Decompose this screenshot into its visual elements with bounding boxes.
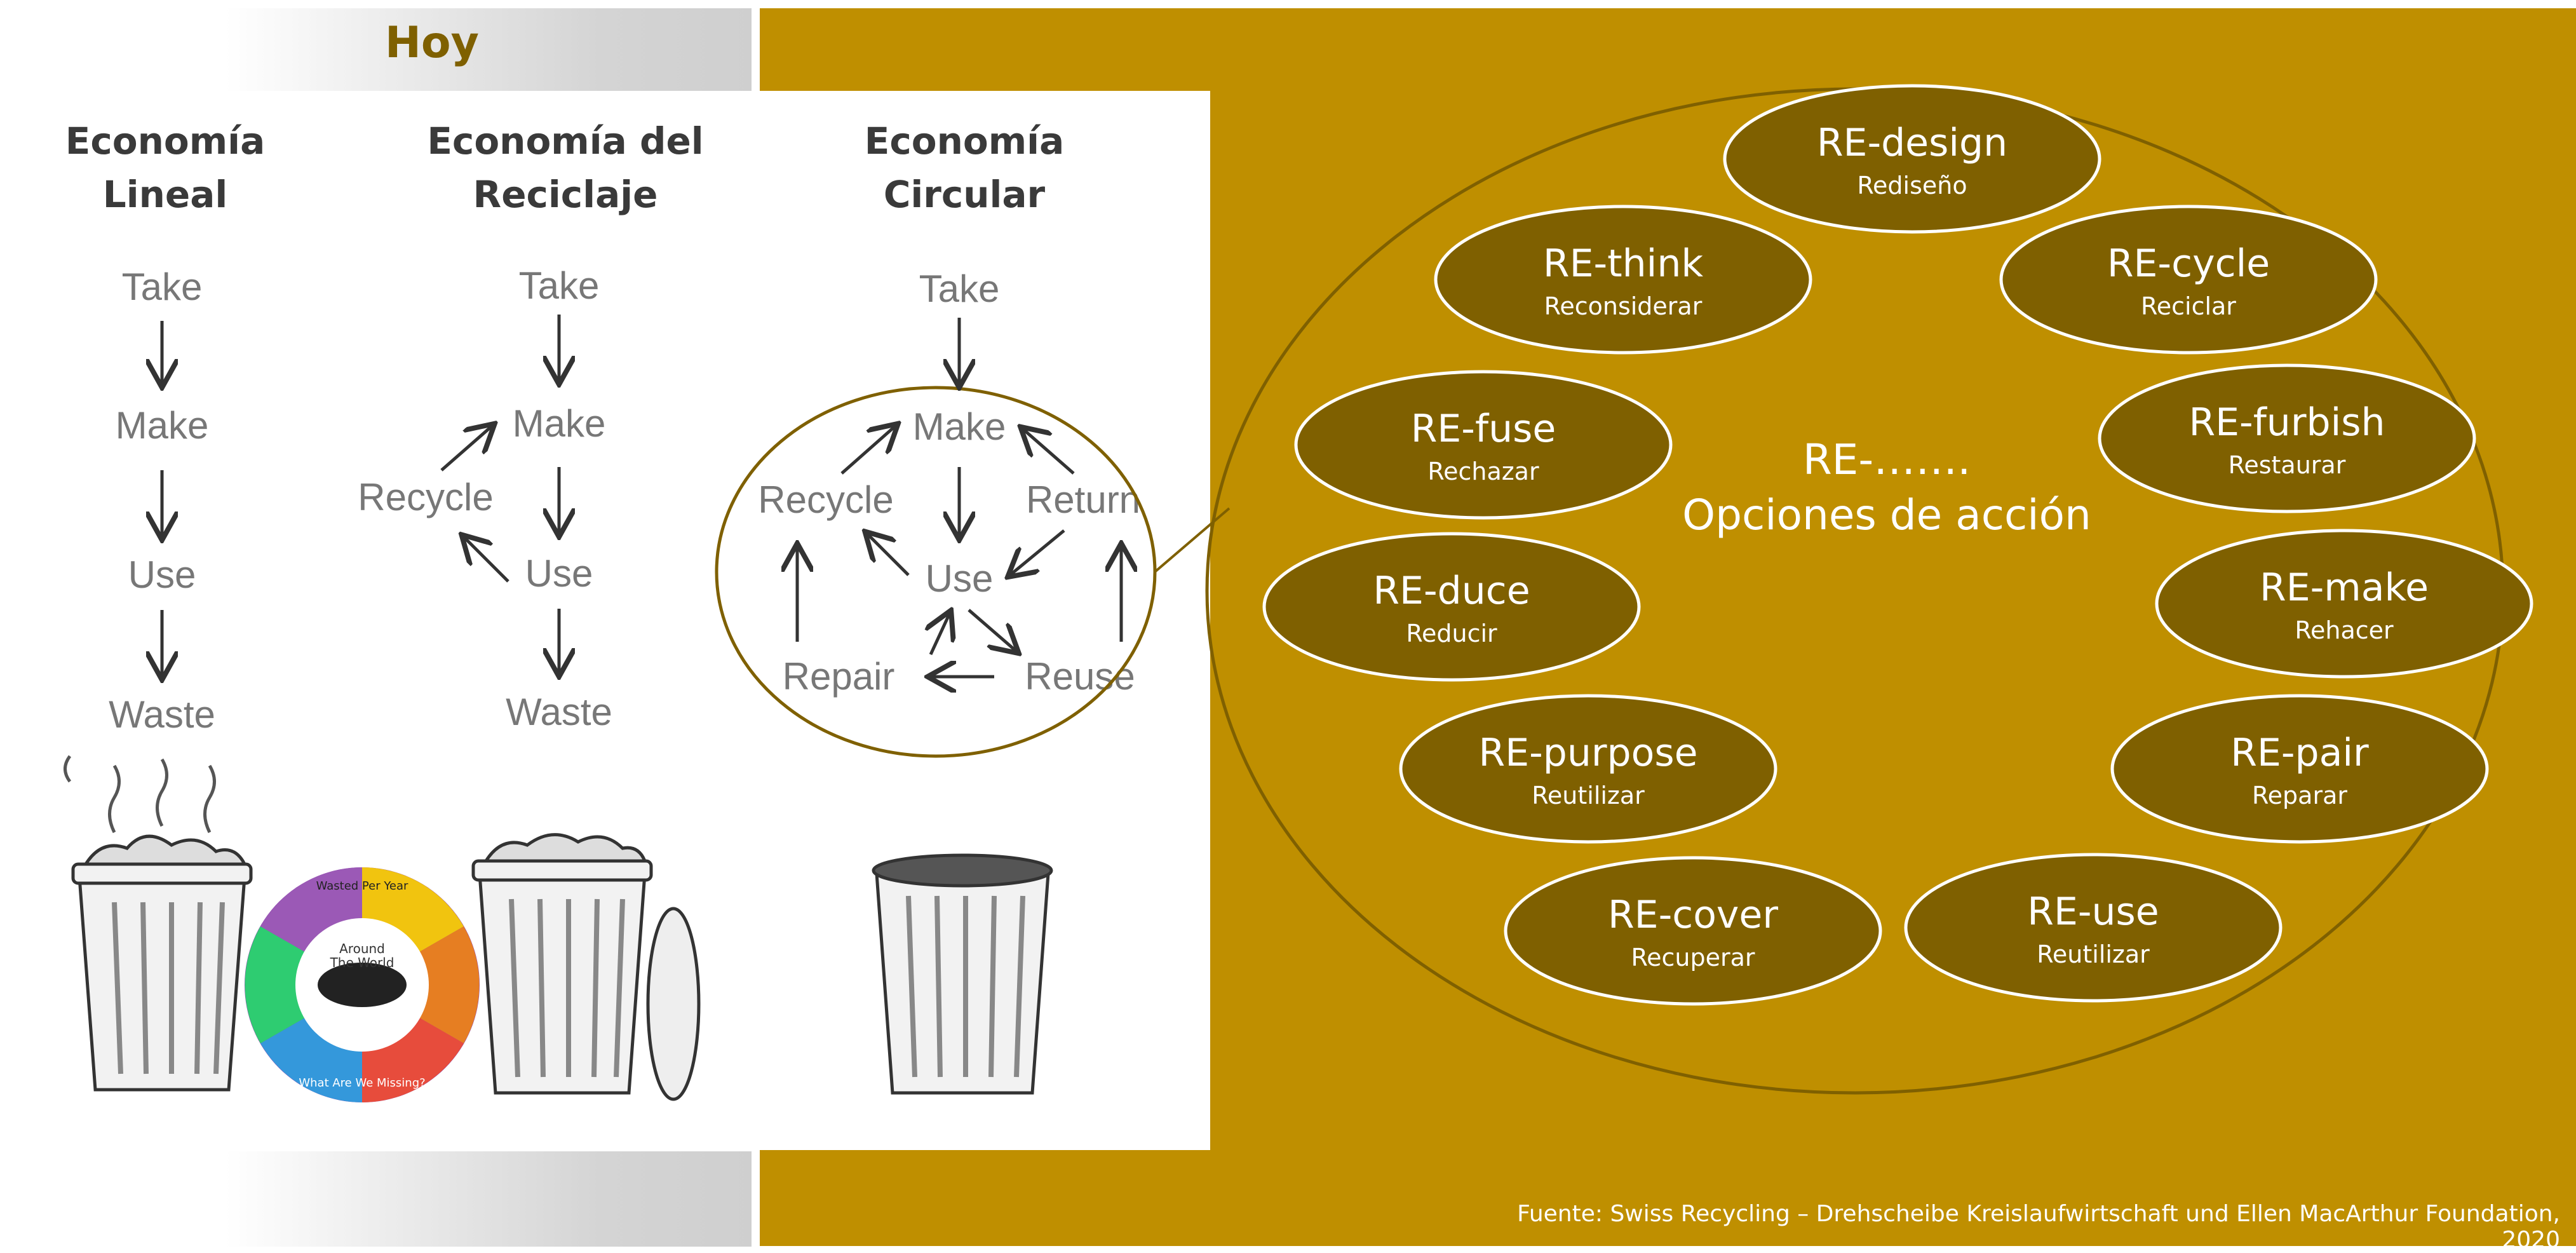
re-option-bubble (1904, 853, 2283, 1003)
title-lineal-line2: Lineal (102, 173, 228, 216)
stink-lines-icon (64, 755, 216, 834)
lineal-use: Use (128, 553, 196, 596)
re-option-title: RE-cover (1608, 893, 1778, 937)
re-option-subtitle: Rechazar (1427, 457, 1539, 485)
title-reciclaje-line1: Economía del (427, 119, 704, 163)
re-option-bubble (1504, 856, 1882, 1006)
lineal-waste: Waste (109, 693, 215, 736)
re-option-bubble (1999, 205, 2378, 355)
arrow-icon (1010, 529, 1065, 575)
circular-repair: Repair (782, 655, 895, 698)
title-circular-line1: Economía (864, 119, 1065, 163)
re-option-bubble (1723, 84, 2101, 234)
re-option-bubble (1294, 370, 1673, 520)
re-option-title: RE-think (1543, 241, 1704, 286)
reciclaje-take: Take (518, 264, 600, 307)
options-center-line1: RE-……. (1802, 435, 1971, 484)
re-option-bubble (1262, 532, 1641, 682)
title-lineal: Economía Lineal (38, 114, 292, 221)
reciclaje-recycle: Recycle (358, 476, 494, 518)
lineal-take: Take (121, 266, 203, 308)
infographic-center-line2: The World (330, 955, 394, 970)
waste-infographic: Around The World Wasted Per Year What Ar… (245, 867, 480, 1102)
hoy-band (0, 8, 752, 91)
infographic-center-line1: Around (339, 941, 385, 956)
infographic-top-label: Wasted Per Year (316, 879, 408, 893)
connector-line (1154, 507, 1231, 573)
re-option-title: RE-design (1817, 121, 2007, 165)
source-caption: Fuente: Swiss Recycling – Drehscheibe Kr… (1517, 1201, 2560, 1253)
open-trash-can-icon (471, 833, 701, 1101)
re-option-bubble (2098, 363, 2476, 513)
arrow-icon (440, 426, 492, 471)
options-center-line2: Opciones de acción (1682, 491, 2091, 539)
title-lineal-line1: Economía (65, 119, 266, 163)
arrow-icon (464, 537, 509, 583)
clean-trash-can-icon (872, 853, 1053, 1095)
trash-can-icon (71, 834, 253, 1092)
circular-recycle: Recycle (758, 478, 894, 521)
circular-return: Return (1025, 478, 1141, 521)
re-option-subtitle: Rehacer (2295, 616, 2394, 644)
re-option-subtitle: Reducir (1406, 620, 1497, 647)
title-circular-line2: Circular (883, 173, 1046, 216)
arrow-icon (968, 609, 1016, 651)
re-option-title: RE-furbish (2188, 400, 2385, 445)
re-option-subtitle: Reconsiderar (1544, 292, 1703, 320)
circular-use: Use (925, 557, 994, 600)
reciclaje-make: Make (512, 402, 606, 445)
circular-take: Take (919, 268, 1000, 310)
title-reciclaje: Economía del Reciclaje (407, 114, 724, 221)
world-map-icon (318, 963, 407, 1007)
re-option-bubble (2155, 529, 2533, 679)
arrow-icon (1023, 429, 1075, 475)
circular-economy-ellipse (715, 386, 1157, 758)
re-option-bubble (2110, 694, 2489, 844)
arrow-icon (867, 534, 910, 576)
title-reciclaje-line2: Reciclaje (473, 173, 658, 216)
re-option-title: RE-pair (2230, 731, 2369, 775)
reciclaje-waste: Waste (506, 691, 612, 733)
re-option-subtitle: Reutilizar (1532, 782, 1645, 809)
re-option-bubble (1434, 205, 1812, 355)
re-option-subtitle: Reparar (2252, 782, 2347, 809)
bottom-band (0, 1151, 752, 1247)
reciclaje-use: Use (525, 552, 593, 595)
re-option-title: RE-duce (1373, 569, 1530, 613)
re-option-subtitle: Restaurar (2229, 451, 2346, 479)
re-option-subtitle: Rediseño (1857, 172, 1967, 200)
circular-make: Make (912, 405, 1006, 448)
hoy-label: Hoy (385, 18, 479, 68)
lineal-make: Make (115, 404, 209, 447)
re-option-bubble (1399, 694, 1777, 844)
re-option-title: RE-purpose (1479, 731, 1698, 775)
re-option-subtitle: Recuperar (1631, 944, 1755, 972)
options-center-label: RE-……. Opciones de acción (1575, 435, 2198, 539)
arrow-icon (931, 613, 950, 656)
re-option-title: RE-fuse (1411, 407, 1556, 451)
re-option-title: RE-make (2260, 566, 2429, 610)
re-option-subtitle: Reciclar (2141, 292, 2236, 320)
infographic-bottom-label: What Are We Missing? (299, 1076, 425, 1090)
re-option-title: RE-cycle (2107, 241, 2270, 286)
arrow-icon (840, 426, 896, 475)
title-circular: Economía Circular (837, 114, 1091, 221)
re-option-subtitle: Reutilizar (2037, 940, 2150, 968)
re-option-title: RE-use (2027, 890, 2159, 934)
